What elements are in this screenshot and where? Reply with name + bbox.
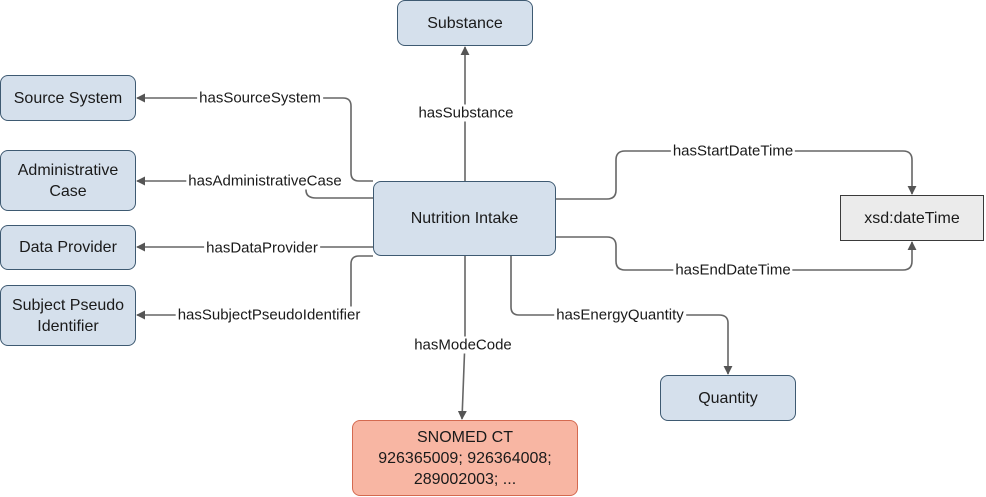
edge-label-has-mode-code: hasModeCode	[412, 336, 514, 354]
edge-label-has-end-date-time: hasEndDateTime	[673, 261, 793, 279]
node-xsd-datetime: xsd:dateTime	[840, 195, 984, 241]
edge-label-has-subject-pseudo-identifier: hasSubjectPseudoIdentifier	[175, 306, 363, 324]
node-label: SNOMED CT 926365009; 926364008; 28900200…	[378, 428, 552, 488]
edge-label-has-energy-quantity: hasEnergyQuantity	[554, 306, 686, 324]
node-label: Data Provider	[19, 239, 117, 256]
edge-has-start-date-time	[556, 150, 917, 200]
edge-label-has-substance: hasSubstance	[416, 104, 516, 122]
node-label: Nutrition Intake	[410, 210, 519, 227]
node-label: Quantity	[698, 389, 758, 407]
node-snomed-ct: SNOMED CT 926365009; 926364008; 28900200…	[352, 420, 578, 496]
node-label: Substance	[427, 14, 503, 32]
edge-label-has-administrative-case: hasAdministrativeCase	[186, 172, 344, 190]
node-label: xsd:dateTime	[864, 209, 960, 227]
node-quantity: Quantity	[660, 375, 796, 421]
node-nutrition-intake: Nutrition Intake	[373, 181, 556, 256]
node-substance: Substance	[397, 0, 533, 46]
node-administrative-case: Administrative Case	[0, 150, 136, 211]
node-subject-pseudo-identifier: Subject Pseudo Identifier	[0, 285, 136, 346]
node-source-system: Source System	[0, 75, 136, 121]
node-data-provider: Data Provider	[0, 225, 136, 270]
edge-label-has-start-date-time: hasStartDateTime	[670, 142, 796, 160]
node-label: Administrative Case	[17, 161, 119, 200]
edge-label-has-data-provider: hasDataProvider	[204, 239, 320, 257]
node-label: Subject Pseudo Identifier	[11, 296, 125, 335]
edge-label-has-source-system: hasSourceSystem	[197, 89, 323, 107]
edge-has-source-system	[136, 93, 373, 182]
edge-has-end-date-time	[556, 236, 917, 271]
node-label: Source System	[13, 89, 123, 107]
edge-has-administrative-case	[136, 176, 373, 199]
